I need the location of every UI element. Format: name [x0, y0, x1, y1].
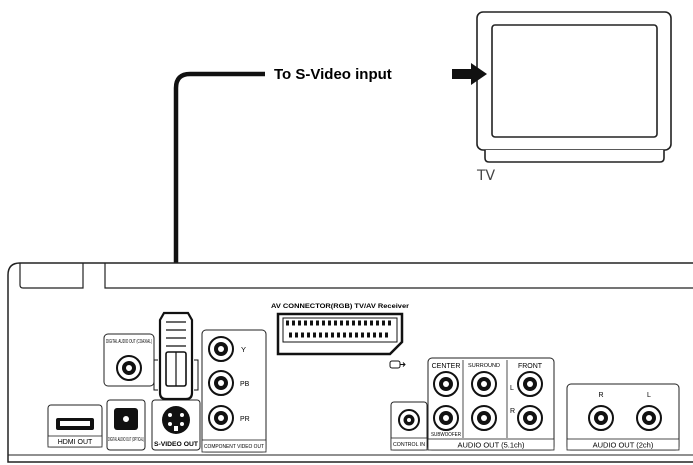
svideo-pin-3	[168, 422, 172, 426]
optical-port-hole	[123, 416, 129, 422]
tv: TV	[476, 11, 672, 184]
panel-inner-line	[104, 263, 693, 289]
digital-coaxial-out: DIGITAL AUDIO OUT (COAXIAL)	[103, 333, 155, 387]
svideo-pin-4	[180, 422, 184, 426]
component-pb-label: PB	[240, 381, 250, 388]
optical-label: DIGITAL AUDIO OUT (OPTICAL)	[108, 437, 144, 443]
coaxial-label: DIGITAL AUDIO OUT (COAXIAL)	[106, 339, 152, 345]
control-in-pin	[407, 418, 411, 422]
subwoofer-label: SUBWOOFER	[431, 432, 461, 438]
svideo-pin-2	[180, 413, 184, 417]
audio2ch-label-box	[566, 438, 680, 451]
svideo-key	[174, 426, 178, 431]
svideo-jack	[162, 406, 190, 434]
front-label: FRONT	[518, 363, 543, 370]
surround-label: SURROUND	[468, 363, 500, 369]
surround-r-pin	[481, 415, 487, 421]
scart-symbol-arrow	[400, 362, 406, 367]
component-y-pin	[218, 346, 224, 352]
digital-optical-out: DIGITAL AUDIO OUT (OPTICAL)	[106, 399, 146, 451]
scart-inner-border	[282, 317, 398, 343]
caption: To S-Video input	[274, 66, 392, 83]
audio-out-51: CENTER SURROUND FRONT SUBWOOFER L R AUDI…	[427, 357, 555, 451]
arrow-to-tv-icon	[452, 63, 487, 85]
center-label: CENTER	[432, 363, 461, 370]
control-in: CONTROL IN	[390, 401, 428, 451]
component-video-out: Y PB PR COMPONENT VIDEO OUT	[201, 329, 267, 453]
av-connector-label: AV CONNECTOR(RGB) TV/AV Receiver	[271, 303, 410, 310]
component-label-box	[201, 439, 267, 453]
svideo-plug-bracket-right	[194, 359, 199, 391]
svideo-label: S-VIDEO OUT	[154, 441, 198, 448]
svideo-plug	[153, 311, 199, 401]
audio51-label-box	[427, 438, 555, 451]
component-pr-label: PR	[240, 416, 250, 423]
hdmi-label: HDMI OUT	[58, 439, 93, 446]
coaxial-jack-pin	[126, 365, 132, 371]
tv-stand	[484, 150, 665, 163]
component-y-label: Y	[241, 345, 246, 354]
stereo-l-pin	[646, 415, 652, 421]
svideo-cable	[173, 71, 265, 305]
tv-label: TV	[476, 168, 496, 184]
hdmi-port-inner	[60, 421, 90, 426]
control-in-label-box	[390, 437, 428, 451]
component-pb-pin	[218, 380, 224, 386]
surround-r-label: R	[510, 408, 515, 415]
component-label: COMPONENT VIDEO OUT	[204, 444, 265, 450]
front-l-pin	[527, 381, 533, 387]
svideo-plug-grip	[166, 321, 186, 347]
svideo-plug-bracket-left	[153, 359, 158, 391]
front-r-pin	[527, 415, 533, 421]
center-pin	[443, 381, 449, 387]
svideo-pin-1	[168, 413, 172, 417]
surround-l-label: L	[510, 385, 514, 392]
av-connector: AV CONNECTOR(RGB) TV/AV Receiver	[271, 303, 410, 369]
scart-symbol-icon	[389, 360, 401, 369]
svideo-out: S-VIDEO OUT	[151, 399, 201, 451]
hdmi-label-box	[47, 435, 103, 448]
subwoofer-pin	[443, 415, 449, 421]
stereo-l-label: L	[647, 392, 651, 399]
stereo-r-label: R	[598, 392, 603, 399]
panel-inner-top	[19, 263, 84, 289]
tv-screen	[491, 24, 658, 138]
audio-out-2ch: R L AUDIO OUT (2ch)	[566, 383, 680, 451]
audio2ch-label: AUDIO OUT (2ch)	[593, 441, 654, 450]
surround-l-pin	[481, 381, 487, 387]
control-in-label: CONTROL IN	[393, 442, 425, 448]
stereo-r-pin	[598, 415, 604, 421]
audio51-label: AUDIO OUT (5.1ch)	[458, 441, 525, 450]
hdmi-out: HDMI OUT	[47, 404, 103, 448]
component-pr-pin	[218, 415, 224, 421]
